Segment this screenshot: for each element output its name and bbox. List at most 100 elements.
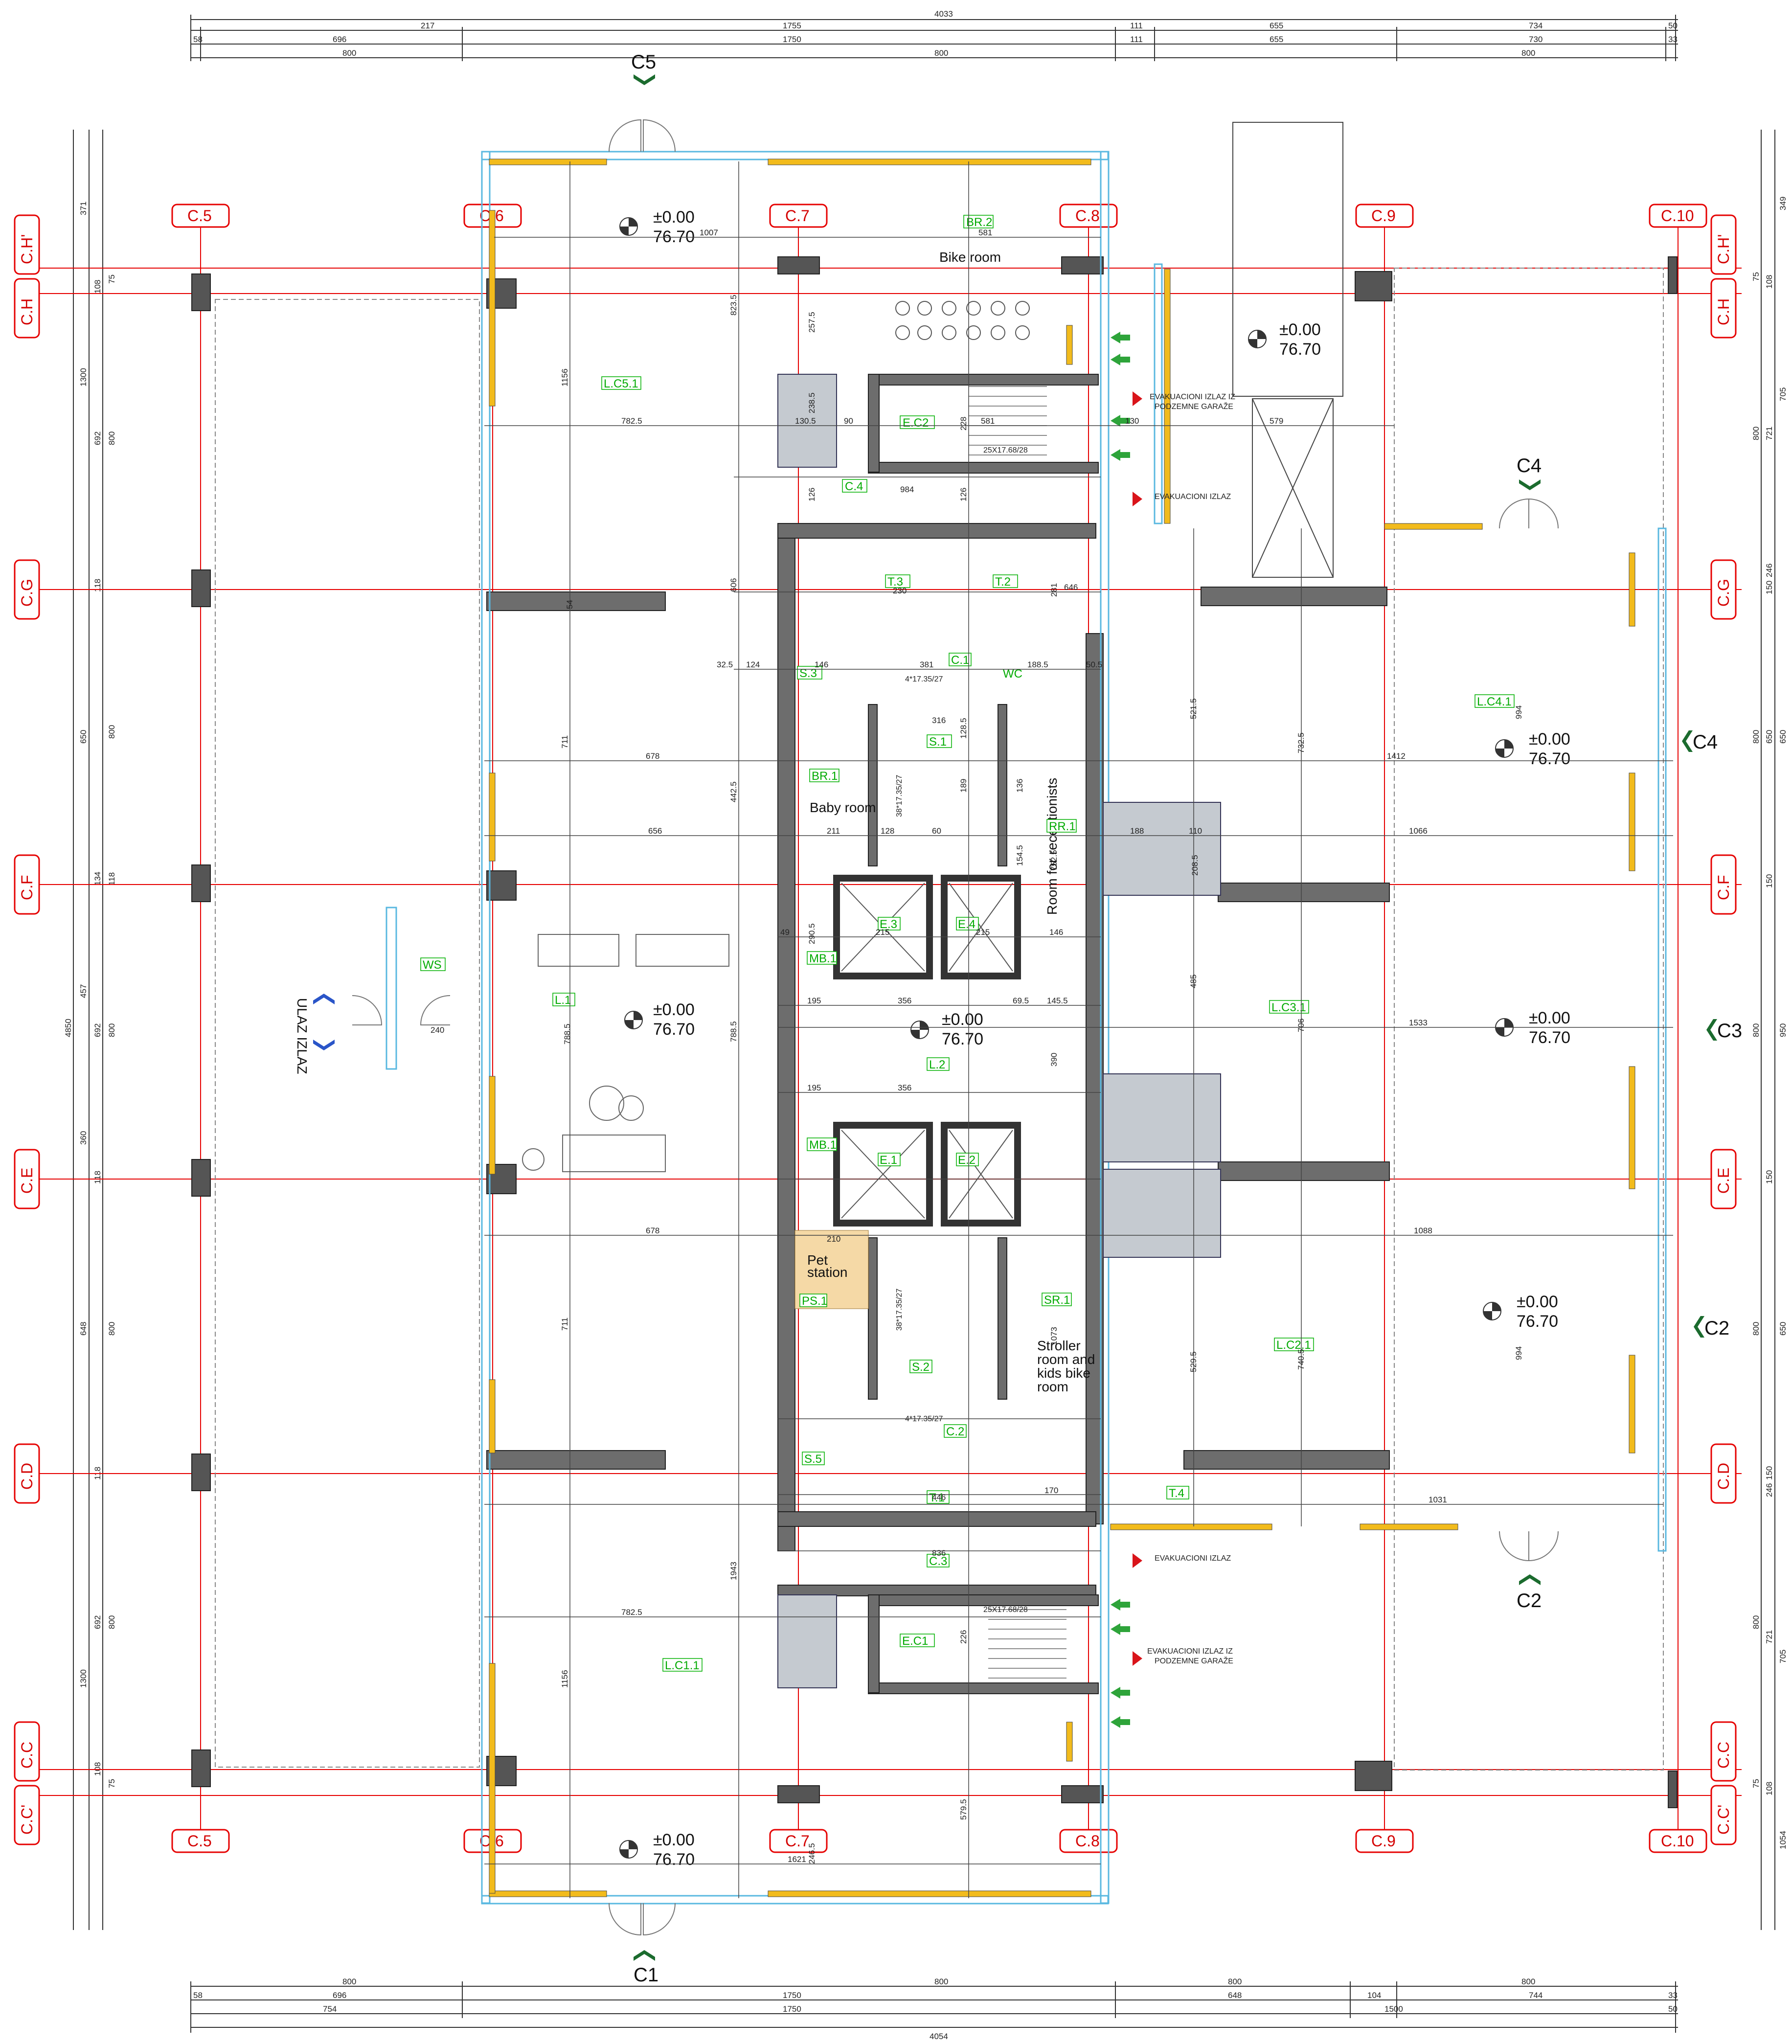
dim: 90 [844,416,853,426]
dim: 836 [932,1548,946,1558]
grid-label-col: C.10 [1661,207,1694,225]
dim: 356 [898,996,911,1005]
room-code-tag: L.C1.1 [662,1658,703,1672]
stair-treads [969,386,1066,1679]
dim: 390 [1049,1053,1059,1067]
dim: 128 [881,826,894,836]
room-code-tag: BR.1 [809,769,839,783]
grid-label-row: C.F [18,875,36,900]
dim: 50 [1668,2004,1678,2014]
grid-label-col: C.9 [1371,207,1396,225]
dim: 124 [746,660,760,669]
room-code-tag: C.3 [927,1554,950,1568]
dim: 754 [323,2004,337,2014]
dim: 150 [1765,1466,1774,1480]
dim: 650 [1765,730,1774,744]
dim: 711 [560,1317,569,1331]
dim: 226 [959,1630,968,1644]
dim: 75 [1751,1779,1761,1788]
dim: 800 [934,48,948,58]
dim: 581 [978,228,992,237]
grid-label-row: C.C' [1715,1805,1732,1835]
dim: 4850 [64,1019,73,1037]
note: 25X17.68/28 [983,446,1028,454]
level-elev: 76.70 [653,1020,695,1039]
shaft-top-right [1232,122,1343,578]
room-code-tag: L.C4.1 [1474,694,1515,708]
level-elev: 76.70 [653,1850,695,1869]
dim-total-top: 4033 [934,9,953,19]
dim: 75 [107,274,116,284]
dim: 130 [1125,416,1139,426]
dim-total-bottom: 4054 [930,2032,948,2041]
note: EVAKUACIONI IZLAZ [1155,1554,1231,1563]
dim: 744 [1529,1991,1542,2000]
room-code-tag: T.4 [1166,1486,1189,1500]
dim: 705 [1778,1650,1788,1663]
dim: 211 [827,826,840,836]
svg-text:L.C2.1: L.C2.1 [1276,1339,1311,1352]
svg-text:E.C2: E.C2 [903,416,929,430]
dim: 648 [79,1322,88,1336]
grid-label-row: C.H' [1715,234,1732,264]
dim: 110 [1189,826,1202,836]
dim: 58 [193,35,203,44]
level: ±0.00 [1529,1009,1570,1027]
grid-label-col: C.7 [785,1832,810,1850]
dim: 210 [827,1234,840,1244]
room-code-tag: RR.1 [1046,819,1077,833]
svg-text:L.2: L.2 [929,1058,945,1071]
dim: 246.5 [807,1843,817,1864]
dim: 678 [646,1226,659,1235]
room-code-tag: L.2 [927,1057,950,1071]
dim: 650 [79,730,88,744]
dim: 1750 [783,35,801,44]
svg-text:C.4: C.4 [845,480,863,493]
dim: 485 [1189,975,1198,988]
dim: 146 [815,660,828,669]
door-label-top: C5 [631,51,656,73]
door-chevrons [313,74,1717,1961]
dim: 1943 [729,1562,738,1580]
svg-text:MB.1: MB.1 [809,1138,837,1152]
level-elev: 76.70 [1529,749,1570,768]
room-code-tag: L.C2.1 [1274,1338,1314,1352]
dim: 118 [107,872,116,886]
svg-text:L.C3.1: L.C3.1 [1271,1001,1306,1014]
grid-label-col: C.5 [187,1832,212,1850]
lobby-furniture [522,934,729,1172]
dim: 800 [107,1023,116,1037]
dim: 32.5 [717,660,733,669]
dim: 170 [1044,1486,1058,1495]
grid-label-col: C.8 [1075,1832,1100,1850]
right-dimension-chains [1761,130,1775,1930]
svg-text:S.1: S.1 [929,735,947,749]
dim: 195 [807,1083,821,1092]
room-code-tag: SR.1 [1042,1293,1072,1307]
right-dimension-texts: 349 705 650 950 650 705 1054 108 75 721 … [1751,197,1788,1849]
dim: 1500 [1384,2004,1403,2014]
dim: 800 [342,1977,356,1986]
grid-label-row: C.H [18,298,36,325]
dim: 118 [93,579,102,592]
note: PODZEMNE GARAŽE [1155,1656,1233,1665]
dim: 145.5 [1047,996,1068,1005]
note: 25X17.68/28 [983,1606,1028,1614]
note: EVAKUACIONI IZLAZ IZ [1147,1647,1233,1656]
dim: 521.5 [1189,698,1198,719]
dim: 800 [1751,427,1761,440]
room-name-bike: Bike room [939,250,1001,265]
room-code-tag: S.2 [909,1360,932,1374]
dim: 215 [876,928,889,937]
dim: 800 [107,432,116,445]
dim: 108 [93,280,102,294]
dim: 581 [981,416,995,426]
dim: 1007 [700,228,718,237]
grid-label-row: C.D [18,1463,36,1490]
door-label-c3: C3 [1717,1020,1742,1042]
dim: 800 [934,1977,948,1986]
grid-label-row: C.C' [18,1805,36,1835]
dim: 1088 [1414,1226,1432,1235]
dim: 54 [565,600,574,609]
